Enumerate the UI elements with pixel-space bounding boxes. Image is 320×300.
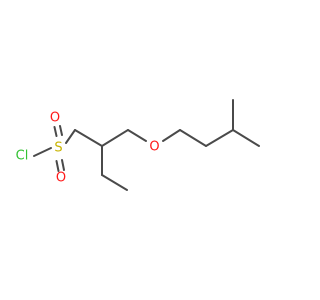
bond-c6-c7	[179, 129, 207, 147]
sulfonyl-oxygen-top-label: O	[50, 111, 60, 126]
bond-s-o-top-b	[59, 125, 63, 136]
bond-s-o-bottom-b	[61, 159, 65, 171]
molecule-structure: Cl S O O O	[16, 99, 260, 191]
bond-s-o-top-a	[53, 126, 58, 137]
ether-oxygen-label: O	[149, 140, 159, 155]
bond-s-c1	[65, 129, 76, 144]
bond-s-o-bottom-a	[55, 160, 60, 172]
bond-c3-c4	[101, 174, 128, 191]
bond-c2-c5	[101, 129, 129, 147]
atom-label-layer: Cl S O O O	[16, 111, 160, 186]
bond-c8-c10	[232, 129, 260, 147]
bond-c7-c8	[205, 129, 234, 147]
bond-layer	[33, 99, 260, 191]
sulfur-atom-label: S	[54, 141, 62, 156]
sulfonyl-oxygen-bottom-label: O	[56, 171, 66, 186]
bond-cl-s	[33, 147, 52, 157]
chlorine-atom-label: Cl	[16, 149, 29, 164]
bond-c5-o	[127, 129, 147, 142]
bond-c1-c2	[74, 129, 103, 147]
bond-o-c6	[162, 129, 181, 142]
